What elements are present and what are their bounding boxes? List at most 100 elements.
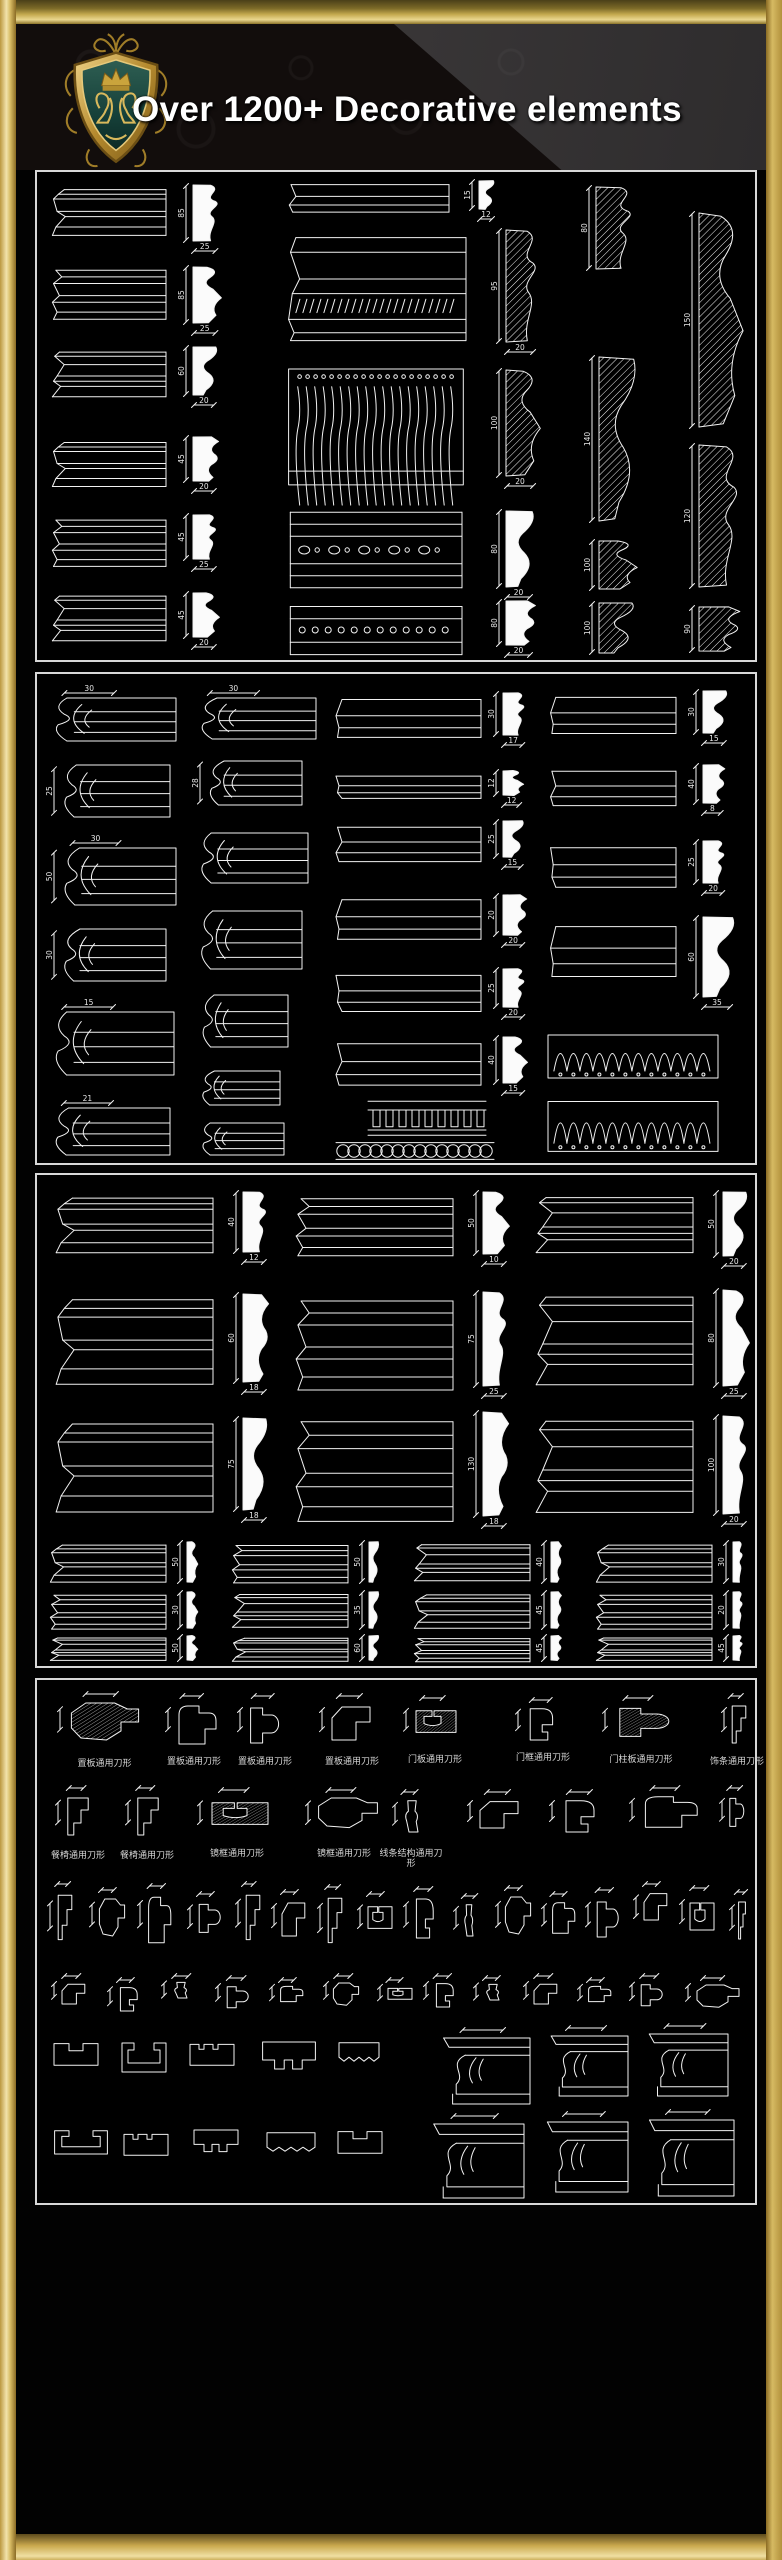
cutter-knife-profile — [377, 1977, 415, 2002]
molding-profile-section: 45 — [717, 1634, 743, 1662]
header: Over 1200+ Decorative elements — [16, 24, 766, 170]
svg-text:25: 25 — [729, 1387, 739, 1396]
cutter-knife-profile — [269, 1977, 309, 2012]
molding-profile-section-hatched: 120 — [683, 443, 737, 589]
svg-text:30: 30 — [171, 1605, 180, 1615]
svg-text:12: 12 — [487, 778, 496, 788]
knife-profile-label: 门柱板通用刀形 — [609, 1755, 673, 1765]
molding-end-view-3d: 25 — [45, 764, 171, 818]
joinery-block-profile — [333, 2120, 383, 2164]
svg-text:17: 17 — [508, 736, 518, 745]
molding-front-view — [51, 269, 167, 320]
svg-text:20: 20 — [729, 1257, 739, 1266]
cutter-knife-profile — [137, 1883, 179, 1952]
molding-front-view — [413, 1638, 531, 1663]
joinery-block-profile — [49, 2120, 109, 2164]
svg-text:35: 35 — [353, 1605, 362, 1615]
molding-end-view-3d — [202, 1122, 285, 1156]
cutter-knife-profile — [633, 1881, 673, 1938]
cutter-knife-profile — [585, 1887, 627, 1948]
cornice-end-view-3d — [443, 2027, 531, 2105]
svg-text:18: 18 — [249, 1383, 259, 1392]
ornate-molding-front-view — [367, 1100, 487, 1136]
cutter-knife-profile — [305, 1787, 383, 1844]
cutter-knife-profile — [357, 1891, 397, 1929]
svg-text:12: 12 — [249, 1253, 259, 1262]
svg-text:50: 50 — [467, 1218, 476, 1228]
svg-text:80: 80 — [707, 1333, 716, 1343]
molding-profile-section: 50 — [353, 1540, 380, 1584]
svg-text:150: 150 — [683, 313, 692, 328]
panel-4-cutter-knife-profiles: 置板通用刀形置板通用刀形置板通用刀形置板通用刀形门板通用刀形门框通用刀形门柱板通… — [35, 1678, 764, 2205]
svg-text:20: 20 — [729, 1515, 739, 1524]
joinery-block-profile — [189, 2120, 247, 2164]
svg-text:60: 60 — [227, 1333, 236, 1343]
ornate-molding-front-view — [288, 237, 467, 342]
svg-text:25: 25 — [200, 324, 210, 333]
svg-text:30: 30 — [229, 684, 239, 693]
cutter-knife-profile — [423, 1973, 465, 2012]
svg-text:12: 12 — [507, 796, 517, 805]
joinery-block-profile — [119, 2122, 173, 2168]
cutter-knife-profile — [495, 1885, 535, 1950]
molding-front-view — [49, 1594, 167, 1630]
svg-text:130: 130 — [467, 1457, 476, 1472]
molding-strip-front-view — [335, 974, 482, 1012]
ornate-molding-front-view — [289, 511, 463, 589]
cutter-knife-profile — [55, 1785, 101, 1846]
svg-text:30: 30 — [45, 950, 54, 960]
molding-end-view-3d — [201, 910, 303, 970]
svg-text:18: 18 — [489, 1517, 499, 1526]
molding-profile-section: 60 — [353, 1634, 380, 1662]
cutter-knife-profile — [721, 1693, 753, 1752]
svg-text:60: 60 — [687, 952, 696, 962]
svg-text:25: 25 — [199, 560, 209, 569]
joinery-block-profile — [332, 2032, 387, 2080]
svg-text:140: 140 — [583, 432, 592, 447]
cutter-knife-profile — [577, 1977, 617, 2012]
joinery-block-profile — [259, 2122, 323, 2168]
cutter-knife-profile — [107, 1977, 147, 2020]
molding-end-view-3d: 30 — [45, 928, 167, 982]
svg-text:20: 20 — [514, 588, 524, 597]
cutter-knife-profile — [317, 1884, 351, 1959]
svg-text:40: 40 — [687, 779, 696, 789]
gold-frame-left — [0, 0, 16, 2560]
molding-end-view-3d: 21 — [55, 1094, 171, 1156]
knife-profile-label: 餐椅通用刀形 — [50, 1851, 105, 1861]
molding-front-view — [55, 1299, 214, 1385]
molding-profile-section-hatched: 90 — [683, 605, 741, 653]
molding-end-view-3d: 28 — [191, 760, 303, 806]
molding-profile-section-hatched: 140 — [583, 355, 636, 523]
cutter-knife-profile — [392, 1789, 419, 1844]
molding-end-view-3d — [202, 994, 289, 1048]
knife-profile-label: 置板通用刀形 — [77, 1759, 132, 1769]
cutter-knife-profile — [47, 1881, 81, 1958]
cornice-end-view-3d — [550, 2025, 629, 2097]
svg-text:30: 30 — [91, 834, 101, 843]
svg-text:45: 45 — [535, 1643, 544, 1653]
svg-text:15: 15 — [463, 190, 472, 200]
molding-strip-front-view — [550, 770, 677, 807]
cutter-knife-profile — [215, 1975, 261, 2014]
molding-front-view — [535, 1296, 694, 1386]
molding-profile-section: 20 — [717, 1590, 743, 1630]
molding-front-view — [295, 1421, 454, 1522]
molding-profile-section: 50 — [171, 1634, 199, 1662]
molding-profile-section: 80 25 — [707, 1288, 750, 1399]
svg-text:50: 50 — [353, 1557, 362, 1567]
svg-text:90: 90 — [683, 624, 692, 634]
molding-strip-front-view — [288, 184, 450, 213]
molding-profile-section-hatched: 100 — [583, 539, 638, 591]
cutter-knife-profile — [403, 1695, 467, 1750]
